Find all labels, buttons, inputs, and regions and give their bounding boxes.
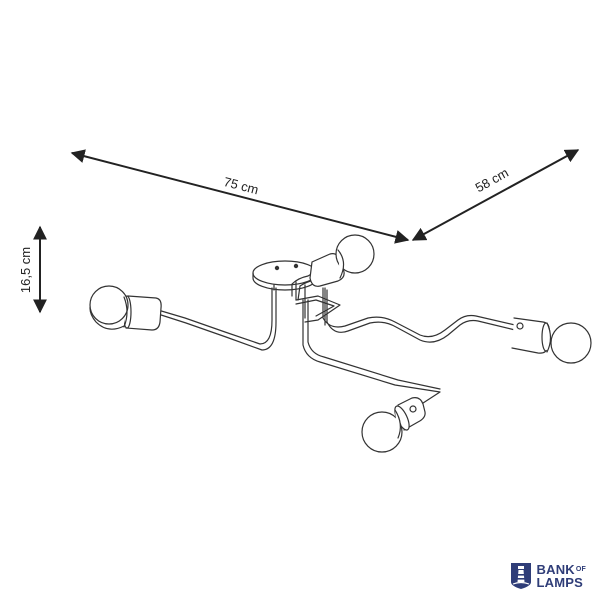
height-dimension: 16,5 cm	[18, 225, 47, 314]
logo-line2: LAMPS	[536, 575, 584, 590]
right-bulb	[511, 317, 592, 364]
logo-wordmark: BANKOF LAMPS	[537, 563, 586, 589]
front-arm	[302, 299, 441, 406]
bank-of-lamps-logo: BANKOF LAMPS	[510, 562, 586, 590]
upper-bulb	[309, 234, 375, 287]
left-bulb	[89, 285, 162, 331]
front-bulb	[361, 397, 426, 453]
inner-bracket	[295, 295, 341, 323]
lighthouse-icon	[510, 563, 531, 589]
depth-dimension-line	[411, 149, 580, 241]
left-arm	[157, 287, 277, 351]
height-label: 16,5 cm	[18, 247, 33, 293]
depth-dimension: 58 cm	[411, 149, 580, 241]
logo-line1: BANKOF	[536, 562, 586, 577]
right-arm	[322, 287, 516, 343]
width-dimension: 75 cm	[70, 149, 410, 244]
arm-stems	[273, 281, 326, 326]
lamp-drawing	[89, 234, 592, 453]
ceiling-canopy	[252, 260, 318, 291]
width-dimension-line	[70, 149, 410, 244]
